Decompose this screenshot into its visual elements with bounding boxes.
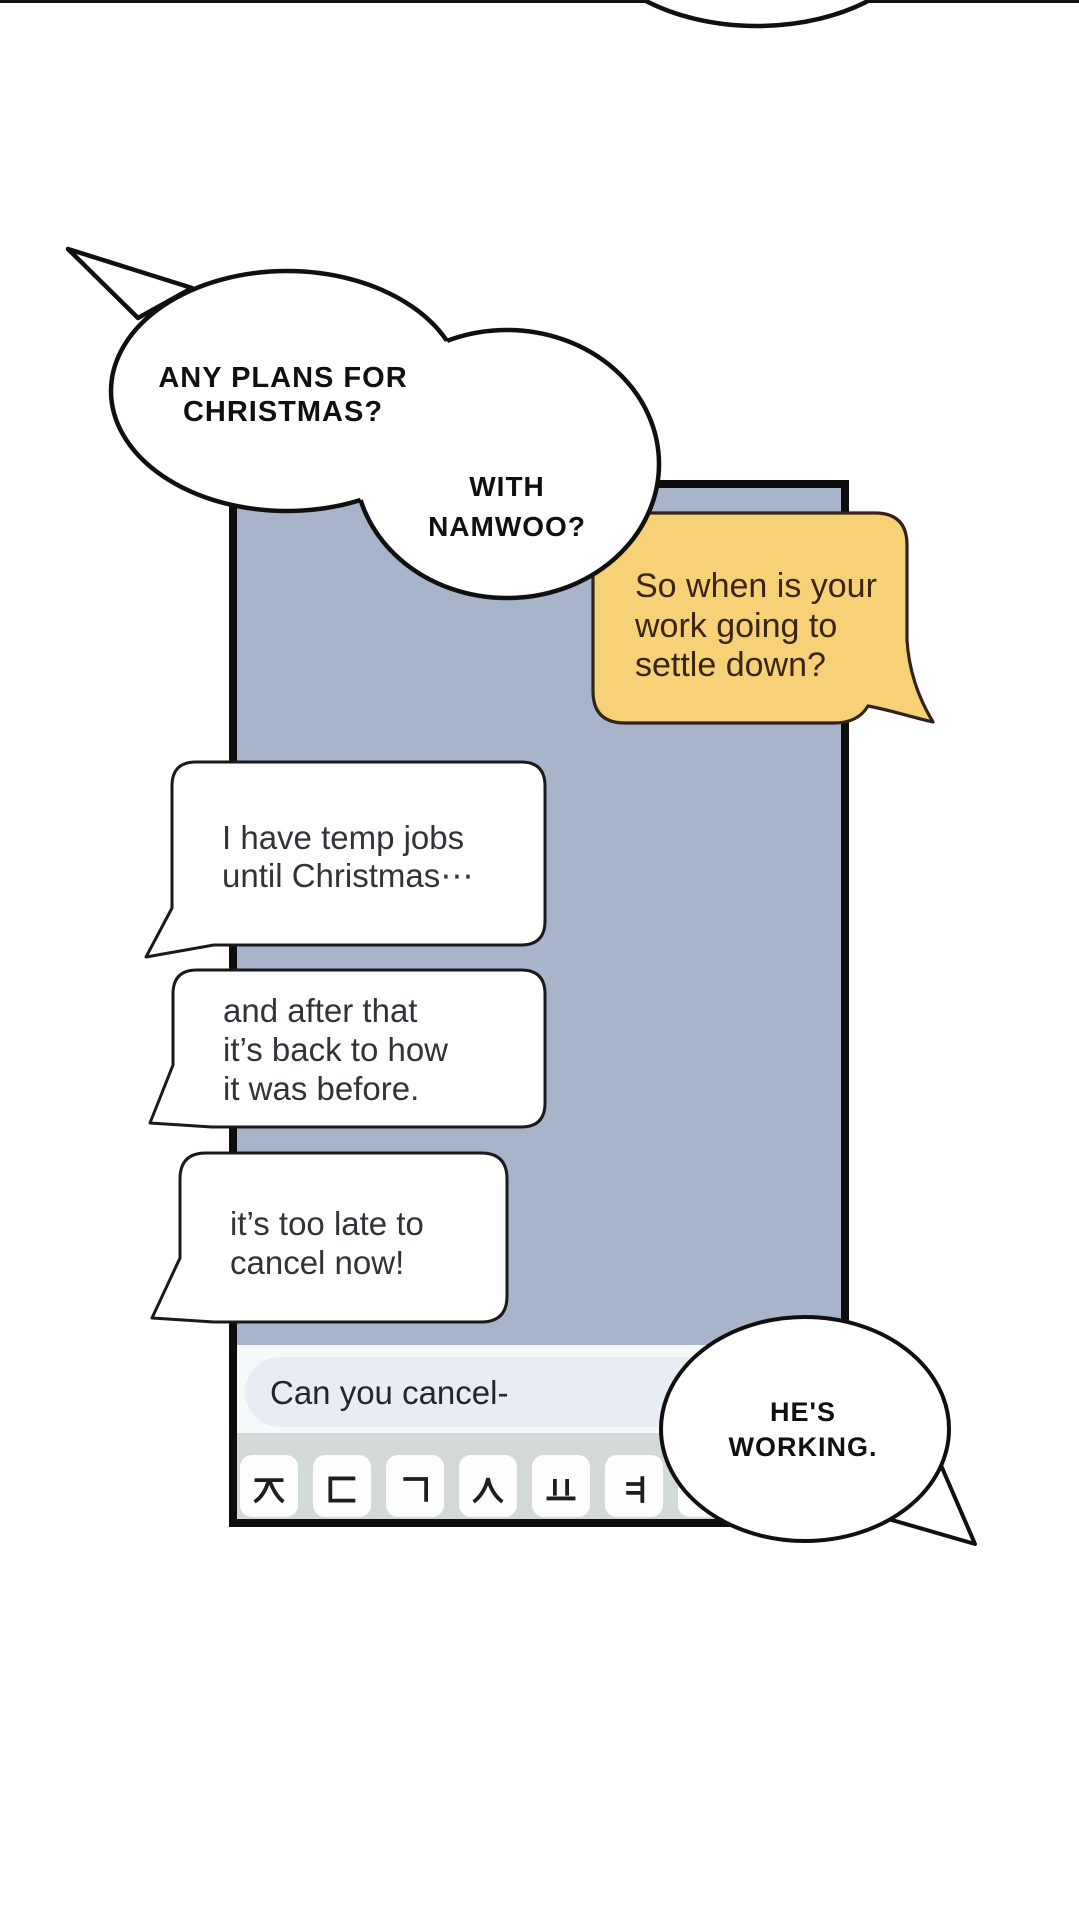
message-received-bubble [144, 760, 547, 959]
message-received-bubble [148, 968, 547, 1129]
message-received-bubble [150, 1151, 509, 1324]
message-line: settle down? [635, 646, 826, 684]
speech-line: WORKING. [728, 1432, 878, 1462]
message-received-text: it’s too late to cancel now! [230, 1204, 530, 1282]
message-line: until Christmas⋯ [222, 857, 474, 894]
keyboard-key-ㅅ[interactable] [459, 1455, 517, 1517]
jamo-yo-icon [546, 1479, 576, 1501]
jamo-digeut-icon [328, 1476, 356, 1503]
message-received-text: and after that it’s back to how it was b… [223, 991, 543, 1108]
message-sent-bubble [591, 511, 935, 725]
speech-text-with-namwoo: WITH NAMWOO? [357, 467, 657, 547]
message-line: work going to [635, 606, 838, 645]
previous-speech-bubble-arc [639, 0, 875, 29]
keyboard-key-ㅕ[interactable] [605, 1455, 663, 1517]
keyboard-key-ㄷ[interactable] [313, 1455, 371, 1517]
message-sent-text: So when is your work going to settle dow… [635, 567, 915, 686]
jamo-jieut-icon [253, 1478, 285, 1504]
keyboard-key-ㄱ[interactable] [386, 1455, 444, 1517]
speech-bubble-hes-working [659, 1315, 951, 1543]
message-line: and after that [223, 992, 418, 1029]
speech-line: WITH [469, 471, 545, 502]
keyboard-key-ㅈ[interactable] [240, 1455, 298, 1517]
message-line: it was before. [223, 1070, 420, 1107]
message-received-text: I have temp jobs until Christmas⋯ [222, 819, 542, 895]
message-line: it’s too late to [230, 1205, 424, 1242]
panel-top-border [0, 0, 1079, 3]
speech-bubble-outline [108, 268, 466, 514]
speech-bubble-with-namwoo [355, 330, 659, 598]
speech-bubble-outline [352, 327, 662, 601]
speech-line: ANY PLANS FOR [158, 362, 408, 394]
jamo-siot-icon [472, 1477, 504, 1504]
jamo-giyeok-icon [403, 1477, 428, 1502]
message-line: I have temp jobs [222, 819, 465, 856]
jamo-yeo-icon [626, 1476, 645, 1503]
speech-line: HE'S [770, 1397, 836, 1427]
speech-text-any-plans: ANY PLANS FOR CHRISTMAS? [113, 361, 453, 429]
message-line: cancel now! [230, 1244, 405, 1281]
speech-line: CHRISTMAS? [182, 396, 384, 428]
speech-line: NAMWOO? [428, 511, 586, 542]
message-input-text: Can you cancel- [270, 1374, 509, 1411]
message-line: So when is your [635, 567, 877, 605]
speech-text-hes-working: HE'S WORKING. [653, 1395, 953, 1465]
message-line: it’s back to how [223, 1031, 449, 1068]
keyboard-key-ㅛ[interactable] [532, 1455, 590, 1517]
